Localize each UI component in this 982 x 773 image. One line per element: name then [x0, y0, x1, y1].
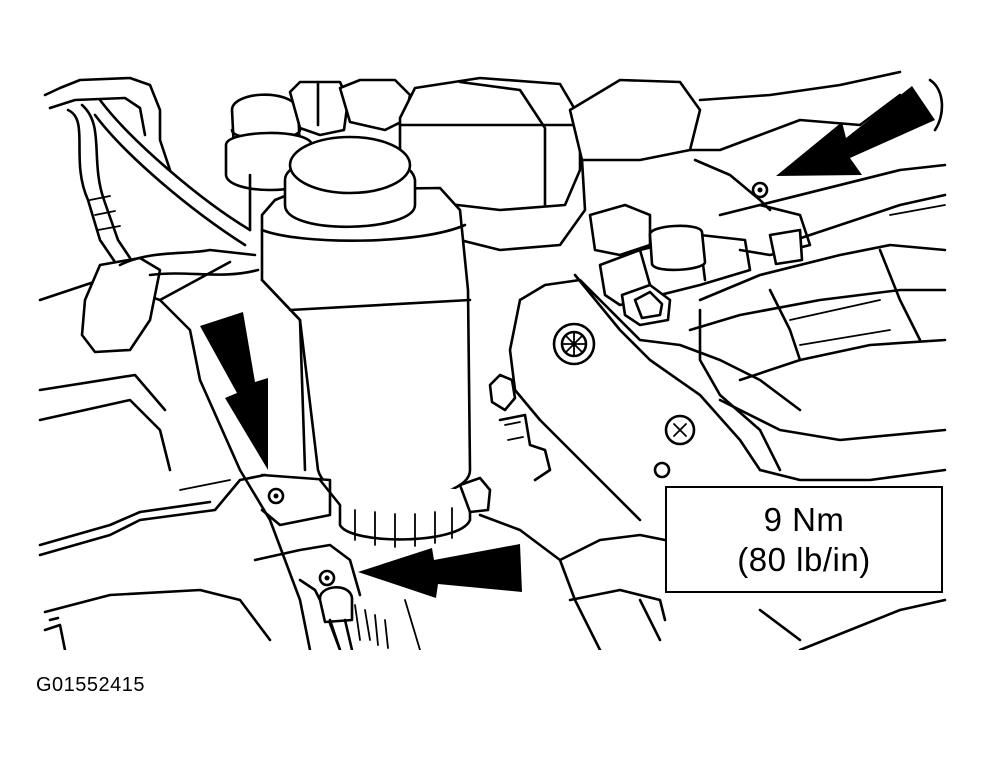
arrow-down-icon: [200, 312, 268, 470]
torque-metric: 9 Nm: [763, 500, 845, 538]
bolt-bottom: [318, 569, 336, 587]
pipe-assembly: [588, 163, 947, 307]
bolt-top-right: [751, 181, 769, 199]
fluid-reservoir: [260, 135, 492, 548]
coolant-tank: [398, 70, 944, 252]
wiring-harness: [43, 76, 260, 354]
figure-id: G01552415: [36, 674, 146, 696]
lower-structure: [404, 513, 947, 650]
arrow-down-left-icon: [776, 86, 935, 176]
lower-hose: [43, 616, 67, 650]
bolt-left: [267, 487, 285, 505]
fender-structure: [38, 260, 312, 650]
torque-imperial: (80 lb/in): [737, 540, 871, 578]
battery-tray: [688, 243, 947, 482]
torque-spec-callout: 9 Nm (80 lb/in): [665, 486, 943, 593]
arrow-left-icon: [358, 544, 522, 598]
mounting-bracket: [253, 473, 389, 650]
